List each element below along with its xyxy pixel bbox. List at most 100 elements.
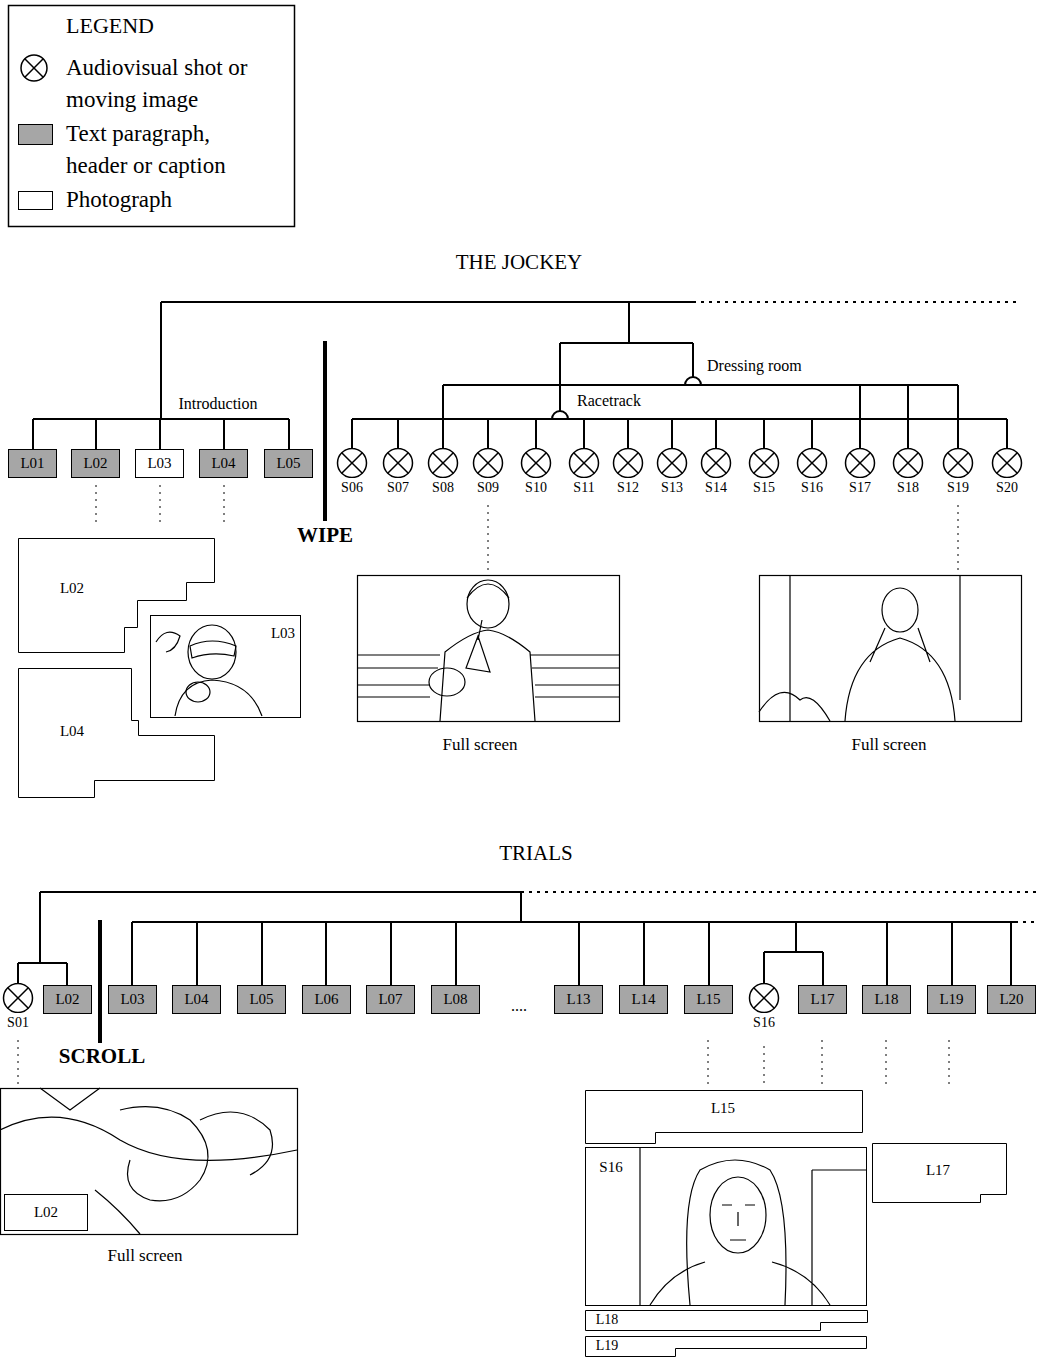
- node-outline: [802, 453, 823, 474]
- shot-node: S06: [334, 448, 370, 504]
- node-outline: [850, 453, 871, 474]
- shot-node: S19: [940, 448, 976, 504]
- node-outline: [429, 449, 458, 478]
- node-label: S12: [617, 480, 639, 495]
- node-label: L14: [631, 991, 655, 1008]
- sketch-woman: [687, 1160, 786, 1305]
- leader-lines: [96, 485, 958, 575]
- transition-bars: [98, 920, 102, 1043]
- sketch-trumpeter: [467, 584, 509, 598]
- sketch-horses: [95, 1190, 140, 1234]
- node-outline: [478, 453, 499, 474]
- node-label: S15: [753, 480, 775, 495]
- node-label: L02: [34, 1204, 58, 1221]
- node-outline: [19, 669, 215, 798]
- node-outline: [702, 449, 731, 478]
- shot-symbol: [610, 448, 646, 478]
- node-label: L05: [249, 991, 273, 1008]
- node-outline: [474, 449, 503, 478]
- node-outline: [526, 453, 547, 474]
- shot-symbol: [334, 448, 370, 478]
- node-outline: [526, 453, 547, 474]
- node-outline: [754, 988, 775, 1009]
- text-box: L13: [554, 985, 603, 1014]
- text-box: L02: [4, 1194, 88, 1231]
- node-outline: [706, 453, 727, 474]
- tree-lines: [33, 302, 693, 449]
- diagram-label: Full screen: [442, 736, 517, 755]
- sketch-goggles-rider: [156, 625, 262, 716]
- node-label: S20: [996, 480, 1018, 495]
- node-label: L03: [147, 455, 171, 472]
- node-outline: [944, 449, 973, 478]
- shot-symbol: [842, 448, 878, 478]
- shot-node: S08: [425, 448, 461, 504]
- shot-node: S09: [470, 448, 506, 504]
- text-box: L04: [172, 985, 221, 1014]
- legend-text: Photograph: [66, 184, 271, 216]
- legend-frame: [25, 59, 43, 77]
- shot-node: S18: [890, 448, 926, 504]
- node-outline: [574, 453, 595, 474]
- node-label: S07: [387, 480, 409, 495]
- shot-symbol: [746, 983, 782, 1013]
- continuation-dots: [521, 302, 1036, 922]
- node-label: L04: [184, 991, 208, 1008]
- node-outline: [342, 453, 363, 474]
- text-box: L20: [987, 985, 1036, 1014]
- shot-symbol: [518, 448, 554, 478]
- node-outline: [8, 988, 29, 1009]
- shot-node: S13: [654, 448, 690, 504]
- shot-node: S17: [842, 448, 878, 504]
- node-label: L15: [711, 1100, 735, 1117]
- text-box: L06: [302, 985, 351, 1014]
- node-outline: [846, 449, 875, 478]
- panel-outline: [585, 1310, 869, 1332]
- sketch-woman: [710, 1177, 766, 1253]
- shot-symbol: [0, 983, 36, 1013]
- continuation-dots: [521, 302, 1036, 922]
- node-outline: [614, 449, 643, 478]
- screen-frames: [639, 1147, 640, 1305]
- sketch-woman: [722, 1205, 755, 1240]
- node-label: L17: [810, 991, 834, 1008]
- tree-lines: [443, 302, 958, 385]
- diagram-label: Full screen: [107, 1247, 182, 1266]
- shot-node: S16: [746, 983, 782, 1039]
- legend-frame: [25, 59, 43, 77]
- legend-swatch: [18, 124, 53, 145]
- diagram-label: Racetrack: [577, 392, 641, 410]
- node-outline: [8, 988, 29, 1009]
- node-label: L20: [999, 991, 1023, 1008]
- node-label: S01: [7, 1015, 29, 1030]
- shot-symbol: [470, 448, 506, 478]
- node-outline: [618, 453, 639, 474]
- node-outline: [754, 988, 775, 1009]
- node-label: L03: [120, 991, 144, 1008]
- text-box: L03: [108, 985, 157, 1014]
- tree-lines: [18, 892, 521, 985]
- sketch-goggles-rider: [175, 680, 262, 716]
- sketch-jockey: [759, 575, 960, 721]
- shot-node: S12: [610, 448, 646, 504]
- shot-node: S14: [698, 448, 734, 504]
- node-outline: [384, 449, 413, 478]
- diagram-label: Full screen: [851, 736, 926, 755]
- shot-node: S15: [746, 448, 782, 504]
- screen-frames: [1, 1089, 298, 1235]
- text-box: L19: [927, 985, 976, 1014]
- node-label: L18: [874, 991, 898, 1008]
- layout-panel: L02: [18, 538, 215, 653]
- sketch-woman: [650, 1160, 866, 1305]
- node-label: L17: [926, 1162, 950, 1179]
- text-box: L05: [264, 449, 313, 478]
- text-box: L07: [366, 985, 415, 1014]
- shot-node: S01: [0, 983, 36, 1039]
- shot-symbol: [566, 448, 602, 478]
- sketch-jockey: [882, 588, 918, 632]
- layout-panel: L19: [585, 1336, 867, 1357]
- node-outline: [433, 453, 454, 474]
- shot-symbol: [890, 448, 926, 478]
- node-outline: [338, 449, 367, 478]
